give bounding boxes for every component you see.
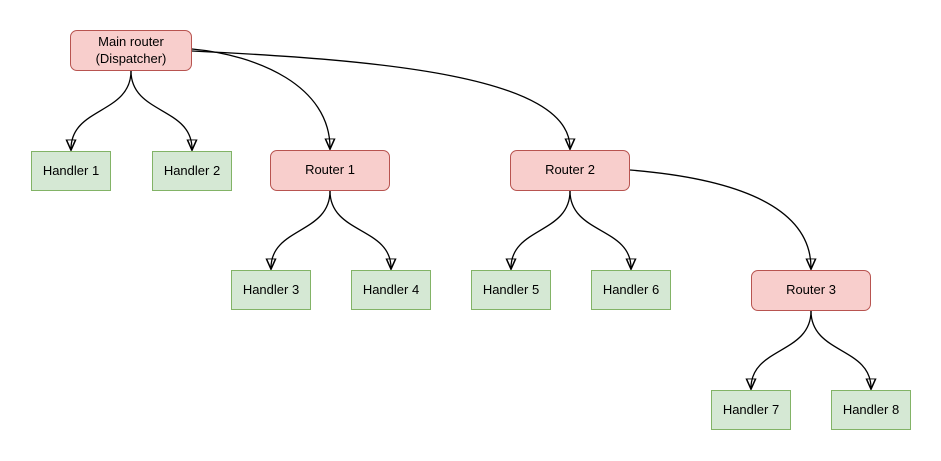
node-handler-5: Handler 5 bbox=[471, 270, 551, 310]
node-router-3-label: Router 3 bbox=[786, 282, 836, 298]
edge-router1-to-handler4 bbox=[329, 190, 391, 268]
node-handler-7: Handler 7 bbox=[711, 390, 791, 430]
node-router-2: Router 2 bbox=[510, 150, 630, 191]
node-router-1: Router 1 bbox=[270, 150, 390, 191]
node-handler-2: Handler 2 bbox=[152, 151, 232, 191]
node-handler-7-label: Handler 7 bbox=[722, 401, 780, 417]
edge-main-to-router1 bbox=[191, 48, 330, 148]
node-handler-5-label: Handler 5 bbox=[482, 281, 540, 297]
edge-router3-to-handler7 bbox=[751, 310, 812, 388]
node-handler-1-label: Handler 1 bbox=[42, 162, 100, 178]
node-handler-4: Handler 4 bbox=[351, 270, 431, 310]
edge-router3-to-handler8 bbox=[810, 310, 871, 388]
edge-main-to-router2 bbox=[191, 50, 570, 148]
edge-router2-to-handler5 bbox=[511, 190, 571, 268]
edge-main-to-handler2 bbox=[130, 70, 192, 149]
node-handler-2-label: Handler 2 bbox=[163, 162, 221, 178]
node-router-3: Router 3 bbox=[751, 270, 871, 311]
node-handler-1: Handler 1 bbox=[31, 151, 111, 191]
node-handler-4-label: Handler 4 bbox=[362, 281, 420, 297]
node-handler-6-label: Handler 6 bbox=[602, 281, 660, 297]
edge-router1-to-handler3 bbox=[271, 190, 331, 268]
node-main-router: Main router (Dispatcher) bbox=[70, 30, 192, 71]
edge-router2-to-router3 bbox=[629, 169, 811, 268]
edge-main-to-handler1 bbox=[71, 70, 132, 149]
edge-router2-to-handler6 bbox=[569, 190, 631, 268]
node-handler-8-label: Handler 8 bbox=[842, 401, 900, 417]
node-handler-6: Handler 6 bbox=[591, 270, 671, 310]
node-handler-3: Handler 3 bbox=[231, 270, 311, 310]
node-handler-3-label: Handler 3 bbox=[242, 281, 300, 297]
node-router-2-label: Router 2 bbox=[545, 162, 595, 178]
node-main-router-label: Main router (Dispatcher) bbox=[95, 34, 167, 66]
node-handler-8: Handler 8 bbox=[831, 390, 911, 430]
node-router-1-label: Router 1 bbox=[305, 162, 355, 178]
